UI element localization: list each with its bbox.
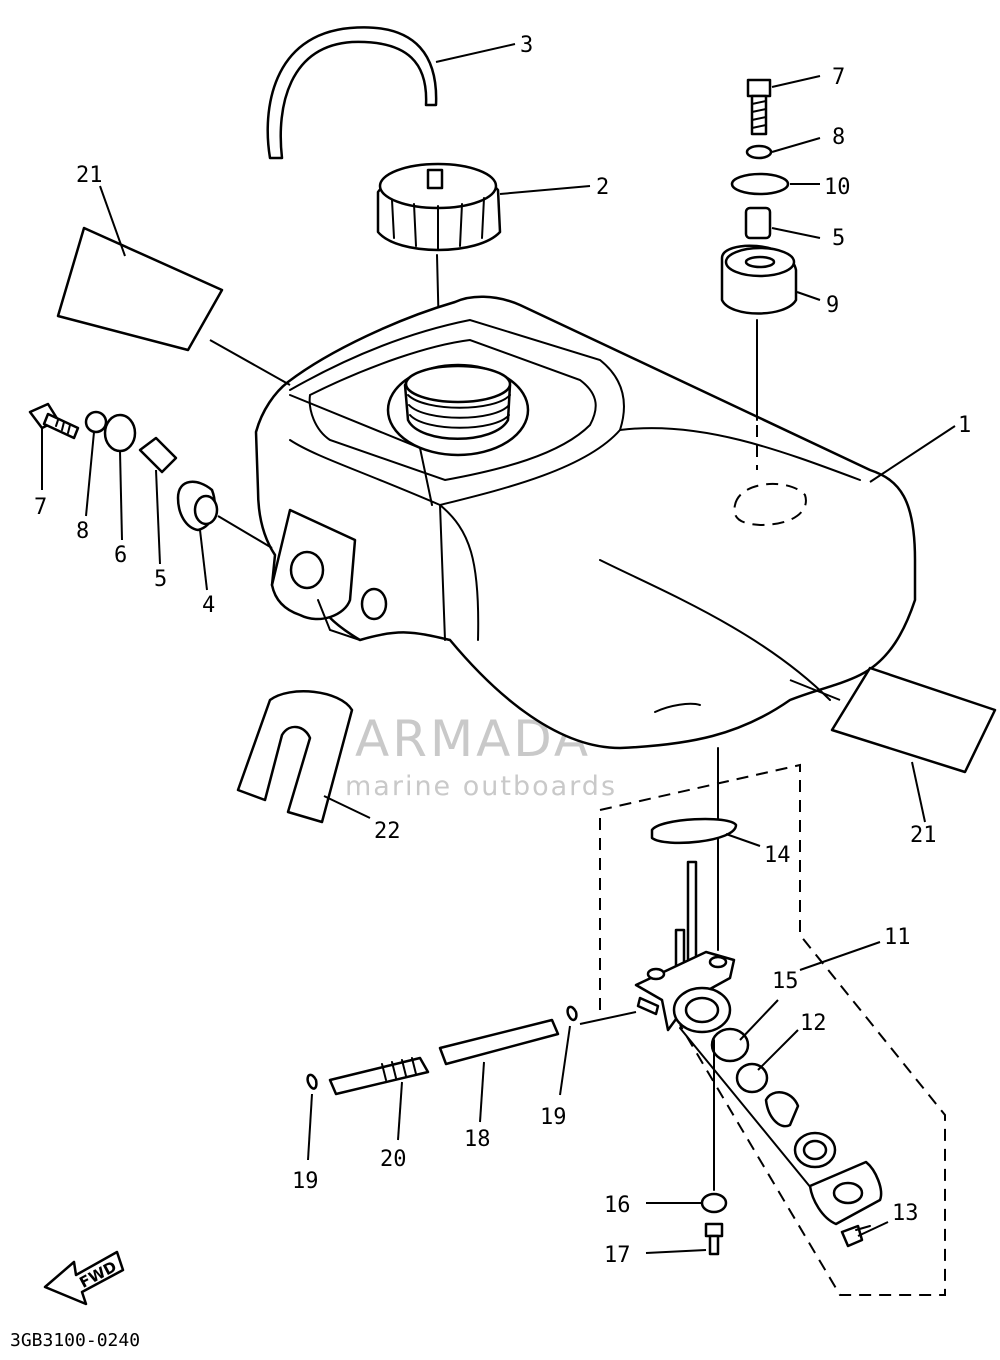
callout-21-upper: 21 — [76, 163, 103, 188]
fuel-hose — [438, 1018, 560, 1066]
leader-lines — [41, 43, 956, 1254]
left-mount-bolt — [28, 402, 80, 440]
left-plain-washer — [103, 413, 137, 453]
drawing-code: 3GB3100-0240 — [10, 1330, 140, 1351]
right-collar — [744, 206, 772, 240]
fuel-cock-lever — [764, 1091, 837, 1169]
callout-8-left: 8 — [76, 519, 89, 544]
fuel-tank — [254, 295, 917, 750]
forward-direction-arrow: FWD — [43, 1250, 125, 1306]
callout-5-left: 5 — [154, 567, 167, 592]
left-damper-grommet — [176, 480, 219, 532]
breather-hose — [266, 26, 438, 160]
right-spring-washer — [745, 144, 773, 160]
callout-14: 14 — [764, 843, 791, 868]
callout-8-right: 8 — [832, 125, 845, 150]
callout-2: 2 — [596, 175, 609, 200]
right-plain-washer — [730, 172, 790, 196]
fuel-joint — [328, 1056, 430, 1096]
left-collar — [138, 436, 178, 474]
right-damper-grommet — [720, 244, 798, 315]
callout-19-left: 19 — [292, 1169, 319, 1194]
callout-12: 12 — [800, 1011, 827, 1036]
callout-5-right: 5 — [832, 226, 845, 251]
hose-clamp-right — [566, 1005, 578, 1022]
fuel-cock-assembly-boundary — [599, 763, 946, 1296]
callout-11: 11 — [884, 925, 911, 950]
callout-7-right: 7 — [832, 65, 845, 90]
callout-6: 6 — [114, 543, 127, 568]
callout-20: 20 — [380, 1147, 407, 1172]
callout-17: 17 — [604, 1243, 631, 1268]
fuel-cock-valve — [710, 1027, 750, 1063]
callout-1: 1 — [958, 413, 971, 438]
callout-22: 22 — [374, 819, 401, 844]
mount-screw — [704, 1222, 724, 1256]
callout-16: 16 — [604, 1193, 631, 1218]
callout-21-lower: 21 — [910, 823, 937, 848]
callout-13: 13 — [892, 1201, 919, 1226]
callout-19-right: 19 — [540, 1105, 567, 1130]
hose-clamp-left — [306, 1073, 318, 1090]
caution-label-lower-right — [830, 666, 997, 774]
callout-numbers: 3 2 7 8 10 5 9 1 21 7 8 6 5 4 22 21 14 1… — [34, 33, 971, 1268]
callout-18: 18 — [464, 1127, 491, 1152]
fuel-cock-body — [634, 860, 736, 1034]
caution-label-upper-left — [56, 226, 224, 352]
fuel-cock-gasket — [650, 817, 738, 845]
callout-3: 3 — [520, 33, 533, 58]
plate-screw — [840, 1224, 871, 1248]
hose-clip — [236, 690, 354, 824]
fuel-cock-o-ring — [735, 1062, 769, 1094]
callout-10: 10 — [824, 175, 851, 200]
right-mount-bolt — [746, 78, 772, 136]
callout-4: 4 — [202, 593, 215, 618]
mount-washer — [700, 1192, 728, 1214]
callout-7-left: 7 — [34, 495, 47, 520]
watermark-tagline: marine outboards — [345, 771, 617, 802]
callout-9: 9 — [826, 293, 839, 318]
callout-15: 15 — [772, 969, 799, 994]
left-spring-washer — [84, 410, 108, 434]
